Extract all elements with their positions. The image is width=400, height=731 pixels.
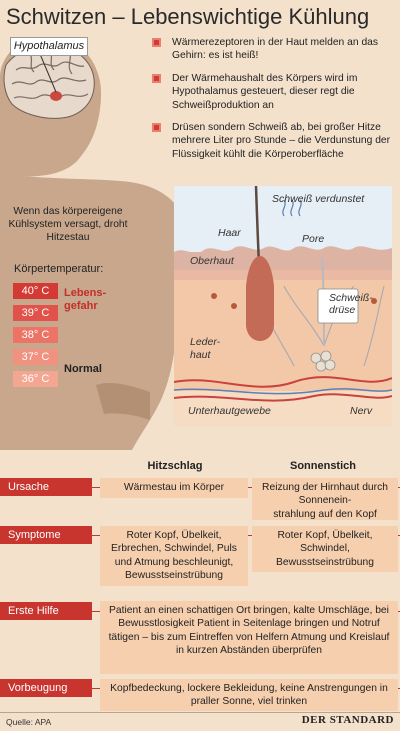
epidermis-label: Oberhaut bbox=[190, 255, 234, 267]
temperature-level: 37° C bbox=[13, 349, 58, 365]
body-silhouette bbox=[0, 38, 176, 450]
bullet-icon bbox=[152, 74, 161, 83]
danger-label: Lebens- gefahr bbox=[64, 287, 107, 312]
temperature-level: 39° C bbox=[13, 305, 58, 321]
publisher-logo: DER STANDARD bbox=[301, 714, 394, 726]
hypothalamus-label: Hypothalamus bbox=[10, 37, 88, 56]
sweat-evaporates-label: Schweiß verdunstet bbox=[272, 193, 365, 205]
normal-label: Normal bbox=[64, 363, 102, 375]
bullet-item: Wärmerezeptoren in der Haut melden an da… bbox=[152, 36, 396, 64]
table-cell: Roter Kopf, Übelkeit, Schwindel, Bewusst… bbox=[252, 526, 398, 572]
source-credit: Quelle: APA bbox=[6, 717, 52, 727]
table-cell-merged: Kopfbedeckung, lockere Bekleidung, keine… bbox=[100, 679, 398, 711]
dermis-label: Leder- haut bbox=[190, 336, 221, 361]
temperature-level: 40° C bbox=[13, 283, 58, 299]
temperature-heading: Körpertemperatur: bbox=[14, 263, 104, 275]
row-label-symptoms: Symptome bbox=[0, 526, 92, 544]
temperature-level: 38° C bbox=[13, 327, 58, 343]
pore-label: Pore bbox=[302, 233, 325, 245]
table-cell: Wärmestau im Körper bbox=[100, 478, 248, 498]
sweat-gland-label: Schweiß- drüse bbox=[329, 292, 373, 316]
nerve-label: Nerv bbox=[350, 405, 373, 417]
page-title: Schwitzen – Lebenswichtige Kühlung bbox=[6, 4, 370, 29]
table-cell: Roter Kopf, Übelkeit, Erbrechen, Schwind… bbox=[100, 526, 248, 586]
bullet-text: Der Wärmehaushalt des Körpers wird im Hy… bbox=[172, 73, 358, 111]
table-cell: Reizung der Hirnhaut durch Sonnenein- st… bbox=[252, 478, 398, 520]
skin-diagram bbox=[174, 186, 392, 426]
bullet-item: Drüsen sondern Schweiß ab, bei großer Hi… bbox=[152, 121, 396, 163]
bullet-item: Der Wärmehaushalt des Körpers wird im Hy… bbox=[152, 72, 396, 114]
footer-divider bbox=[0, 712, 400, 713]
row-label-prevention: Vorbeugung bbox=[0, 679, 92, 697]
bullet-icon bbox=[152, 38, 161, 47]
row-label-cause: Ursache bbox=[0, 478, 92, 496]
heat-warning-text: Wenn das körpereigene Kühlsystem versagt… bbox=[8, 206, 128, 243]
bullet-text: Wärmerezeptoren in der Haut melden an da… bbox=[172, 37, 379, 62]
hair-label: Haar bbox=[218, 227, 241, 239]
subcutis-label: Unterhautgewebe bbox=[188, 405, 271, 417]
column-header-sunstroke: Sonnenstich bbox=[289, 460, 356, 472]
temperature-level: 36° C bbox=[13, 371, 58, 387]
row-label-first-aid: Erste Hilfe bbox=[0, 602, 92, 620]
bullet-text: Drüsen sondern Schweiß ab, bei großer Hi… bbox=[172, 122, 391, 160]
column-header-heatstroke: Hitzschlag bbox=[147, 460, 203, 472]
bullet-icon bbox=[152, 123, 161, 132]
table-cell-merged: Patient an einen schattigen Ort bringen,… bbox=[100, 601, 398, 674]
